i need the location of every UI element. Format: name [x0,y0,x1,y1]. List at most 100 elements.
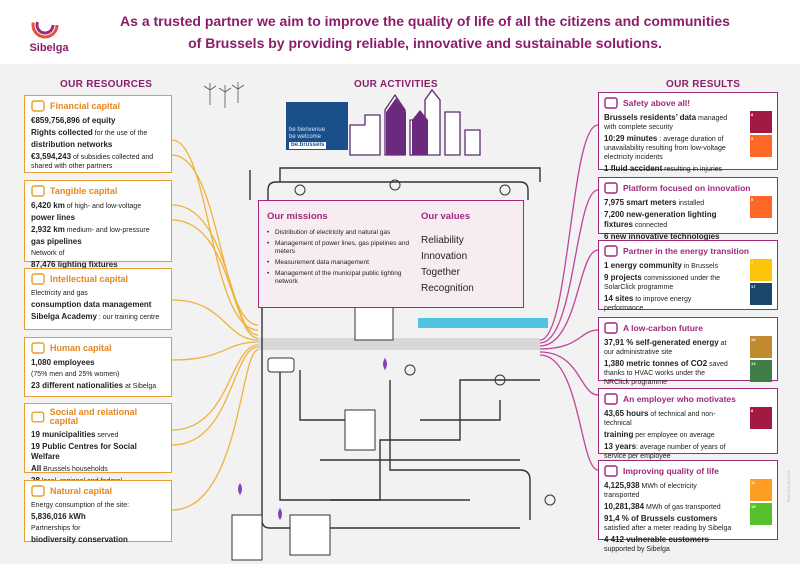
card-line-bold: €3,594,243 [31,152,72,161]
card-line-bold: Brussels residents’ data [604,113,697,122]
sdg-badge: 12 [750,336,772,358]
brussels-billboard: be bienvenue be welcome be.brussels [286,102,348,150]
card-line-bold: 1 energy community [604,261,682,270]
resource-card-title-text: Tangible capital [50,185,118,196]
result-card-title-text: Platform focused on innovation [623,182,751,193]
sdg-badge: 17 [750,283,772,305]
mission-item: Management of the municipal public light… [267,270,412,286]
activities-title: OUR ACTIVITIES [354,79,438,90]
card-line-bold: Rights collected [31,128,93,137]
card-line-text: of high- and low-voltage [64,203,142,210]
card-line-bold: 9 projects [604,273,642,282]
euro-icon [31,100,45,112]
card-line: consumption data management [31,300,165,310]
result-card-title: Platform focused on innovation [604,182,772,194]
card-line-text: resulting in injuries [662,166,723,173]
card-line-text: : average duration of unavailability res… [604,136,726,161]
card-line-text: satisfied after a meter reading by Sibel… [604,525,732,532]
card-line-text: (75% men and 25% women) [31,371,120,378]
value-item: Recognition [421,283,474,294]
card-line-text: for the use of the [92,130,148,137]
card-line: €859,756,896 of equity [31,116,165,126]
card-line: 37,91 % self-generated energy at our adm… [604,338,732,357]
card-line-bold: 7,975 smart meters [604,198,677,207]
card-line-text: served [95,432,119,439]
card-line-bold: 2,932 km [31,225,65,234]
card-line-bold: 23 different nationalities [31,381,124,390]
thumb-icon [604,97,618,109]
card-line: 1 fluid accident resulting in injuries [604,164,732,174]
resource-card-title: Financial capital [31,100,165,112]
result-card-title-text: An employer who motivates [623,393,736,404]
speech-icon [31,411,45,423]
card-line: Brussels residents’ data managed with co… [604,113,732,132]
result-card-title-text: Partner in the energy transition [623,245,750,256]
card-line: All Brussels households [31,464,165,474]
resource-card-title-text: Natural capital [50,485,113,496]
book-icon [31,273,45,285]
result-card-platform-focused-on-innovation: Platform focused on innovation 7,975 smar… [598,177,778,250]
card-line: distribution networks [31,140,165,150]
card-line-text: MWh of gas transported [644,504,721,511]
card-line-bold: 14 sites [604,294,634,303]
resource-card-title: Social and relational capital [31,408,165,426]
card-line-bold: gas pipelines [31,237,82,246]
card-line: 91,4 % of Brussels customers satisfied a… [604,514,732,533]
sdg-badge: 8 [750,111,772,133]
leaf-icon [31,485,45,497]
card-line-bold: 19 Public Centres for Social Welfare [31,442,137,461]
card-line-bold: 4,125,938 [604,481,640,490]
card-line-bold: 10:29 minutes [604,134,658,143]
card-line-bold: 87,476 lighting fixtures [31,260,118,269]
value-item: Together [421,267,460,278]
result-card-title: Safety above all! [604,97,772,109]
card-line-bold: 4 412 vulnerable customers [604,535,709,544]
card-line-text: MWh of electricity transported [604,483,697,499]
handshake-icon [604,245,618,257]
gas-flames [238,358,387,520]
mission-item: Distribution of electricity and natural … [267,229,412,237]
card-line: 1,080 employees [31,358,165,368]
card-line: gas pipelines [31,237,165,247]
header [0,0,800,64]
mission-item: Management of power lines, gas pipelines… [267,240,412,256]
sdg-badge: 7 [750,259,772,281]
result-card-title-text: Improving quality of life [623,465,719,476]
card-line-bold: 19 municipalities [31,430,96,439]
card-line: 2,932 km medium- and low-pressure [31,225,165,235]
pylon-icon [31,185,45,197]
card-line-text: to improve energy performance [604,296,692,312]
sdg-badge: 9 [750,196,772,218]
card-line-text: Electricity and gas [31,290,88,297]
card-line: 5,836,016 kWh [31,512,165,522]
card-line: 10,281,384 MWh of gas transported [604,502,732,512]
van [267,357,295,373]
card-line-bold: 13 years [604,442,637,451]
card-line: 4 412 vulnerable customers supported by … [604,535,732,554]
card-line: 4,125,938 MWh of electricity transported [604,481,732,500]
card-line-text: at Sibelga [123,383,157,390]
values-title: Our values [421,211,471,222]
card-line-bold: Sibelga Academy [31,312,97,321]
card-line: 7,975 smart meters installed [604,198,732,208]
canal [418,318,548,328]
missions-title: Our missions [267,211,328,222]
card-line: 87,476 lighting fixtures [31,260,165,270]
resource-card-title-text: Human capital [50,342,112,353]
card-line: Electricity and gas [31,289,165,298]
result-card-partner-in-the-energy-transition: Partner in the energy transition 1 energy… [598,240,778,312]
card-line-bold: 7,200 new-generation lighting fixtures [604,210,717,229]
card-line-text: commissioned under the SolarClick progra… [604,275,721,291]
document-code: RSE-008-2020-01 [786,470,791,503]
headline: As a trusted partner we aim to improve t… [100,10,750,54]
card-line: 43,65 hours of technical and non-technic… [604,409,732,428]
co2-icon [604,322,618,334]
resource-card-title-text: Intellectual capital [50,273,129,284]
card-line: 23 different nationalities at Sibelga [31,381,165,391]
sibelga-logo-icon [31,11,59,39]
trees [294,179,556,506]
card-line-text: managed with complete security [604,115,728,131]
